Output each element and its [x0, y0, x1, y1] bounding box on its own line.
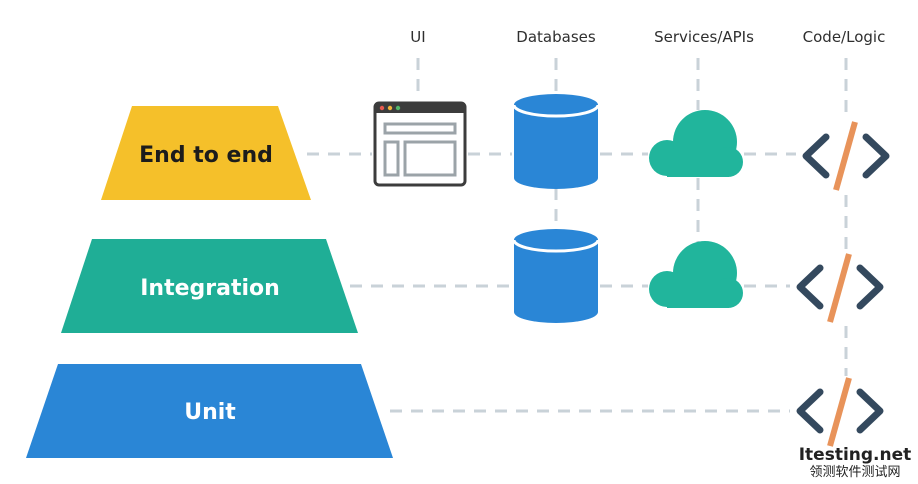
column-label-services: Services/APIs [654, 28, 754, 46]
layer-integration-shape [61, 239, 358, 333]
database-icon-e2e [512, 94, 600, 189]
horizontal-connectors [307, 152, 796, 413]
watermark: Itesting.net 领测软件测试网 [799, 445, 912, 480]
cloud-icon-integration [649, 241, 743, 308]
column-label-ui: UI [410, 28, 425, 46]
column-label-databases: Databases [516, 28, 596, 46]
layer-end-to-end: End to end [101, 106, 311, 200]
layer-unit-label: Unit [184, 400, 236, 425]
browser-window-icon [373, 101, 467, 187]
watermark-subtitle: 领测软件测试网 [809, 465, 900, 480]
layer-end-to-end-shape [101, 106, 311, 200]
layer-unit-shape [26, 364, 393, 458]
layer-end-to-end-label: End to end [139, 143, 273, 168]
code-brackets-icon-e2e [802, 121, 890, 191]
layer-integration-label: Integration [140, 276, 280, 301]
watermark-site: Itesting.net [799, 445, 912, 465]
code-brackets-icon-unit [796, 377, 884, 447]
layer-unit: Unit [26, 364, 393, 458]
code-brackets-icon-integration [796, 253, 884, 323]
database-icon-integration [512, 229, 600, 323]
cloud-icon-e2e [649, 110, 743, 177]
vertical-connectors [416, 58, 848, 376]
column-label-code: Code/Logic [803, 28, 886, 46]
layer-integration: Integration [61, 239, 358, 333]
